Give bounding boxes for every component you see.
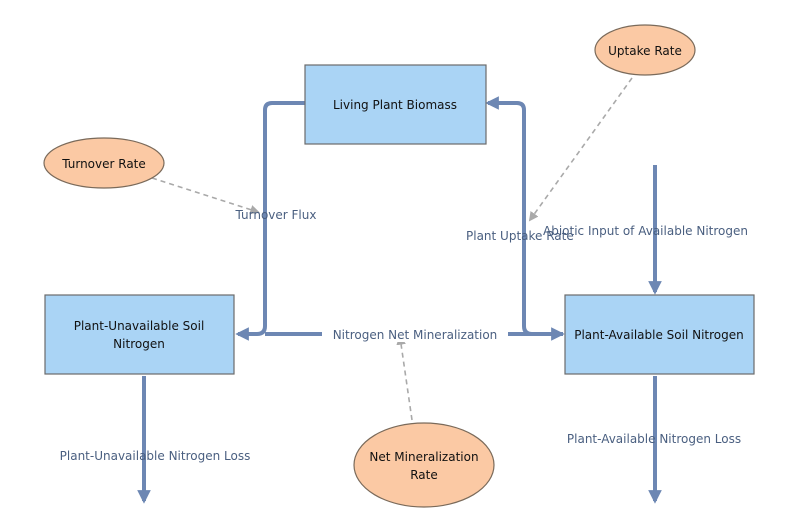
plant-available-label: Plant-Available Soil Nitrogen bbox=[574, 328, 744, 342]
net-mineralization-label-line1: Net Mineralization bbox=[369, 450, 478, 464]
net-mineralization-flow-label: Nitrogen Net Mineralization bbox=[333, 328, 498, 342]
abiotic-input-label: Abiotic Input of Available Nitrogen bbox=[543, 224, 748, 238]
turnover-rate-link[interactable] bbox=[151, 177, 260, 215]
turnover-rate-label: Turnover Rate bbox=[61, 157, 146, 171]
uptake-rate-link[interactable] bbox=[528, 77, 633, 222]
net-mineralization-rate-parameter[interactable]: Net Mineralization Rate bbox=[353, 422, 495, 508]
turnover-rate-parameter[interactable]: Turnover Rate bbox=[43, 137, 165, 189]
uptake-rate-parameter[interactable]: Uptake Rate bbox=[594, 24, 696, 76]
net-mineralization-label-line2: Rate bbox=[410, 468, 438, 482]
living-plant-biomass-stock[interactable]: Living Plant Biomass bbox=[304, 64, 487, 145]
turnover-flux-label: Turnover Flux bbox=[235, 208, 317, 222]
net-mineralization-label-bg bbox=[322, 326, 508, 342]
plant-unavailable-label-line1: Plant-Unavailable Soil bbox=[74, 319, 205, 333]
uptake-rate-label: Uptake Rate bbox=[608, 44, 682, 58]
living-plant-biomass-label: Living Plant Biomass bbox=[333, 98, 457, 112]
plant-unavailable-soil-nitrogen-stock[interactable]: Plant-Unavailable Soil Nitrogen bbox=[44, 294, 235, 375]
plant-available-soil-nitrogen-stock[interactable]: Plant-Available Soil Nitrogen bbox=[564, 294, 755, 375]
plant-available-loss-label: Plant-Available Nitrogen Loss bbox=[567, 432, 741, 446]
plant-uptake-flow[interactable] bbox=[485, 96, 563, 336]
turnover-flux-flow[interactable] bbox=[235, 101, 305, 341]
plant-unavailable-label-line2: Nitrogen bbox=[113, 337, 165, 351]
plant-unavailable-loss-label: Plant-Unavailable Nitrogen Loss bbox=[60, 449, 251, 463]
net-mineralization-rate-link[interactable] bbox=[396, 335, 413, 421]
plant-uptake-label: Plant Uptake Rate bbox=[466, 229, 574, 243]
